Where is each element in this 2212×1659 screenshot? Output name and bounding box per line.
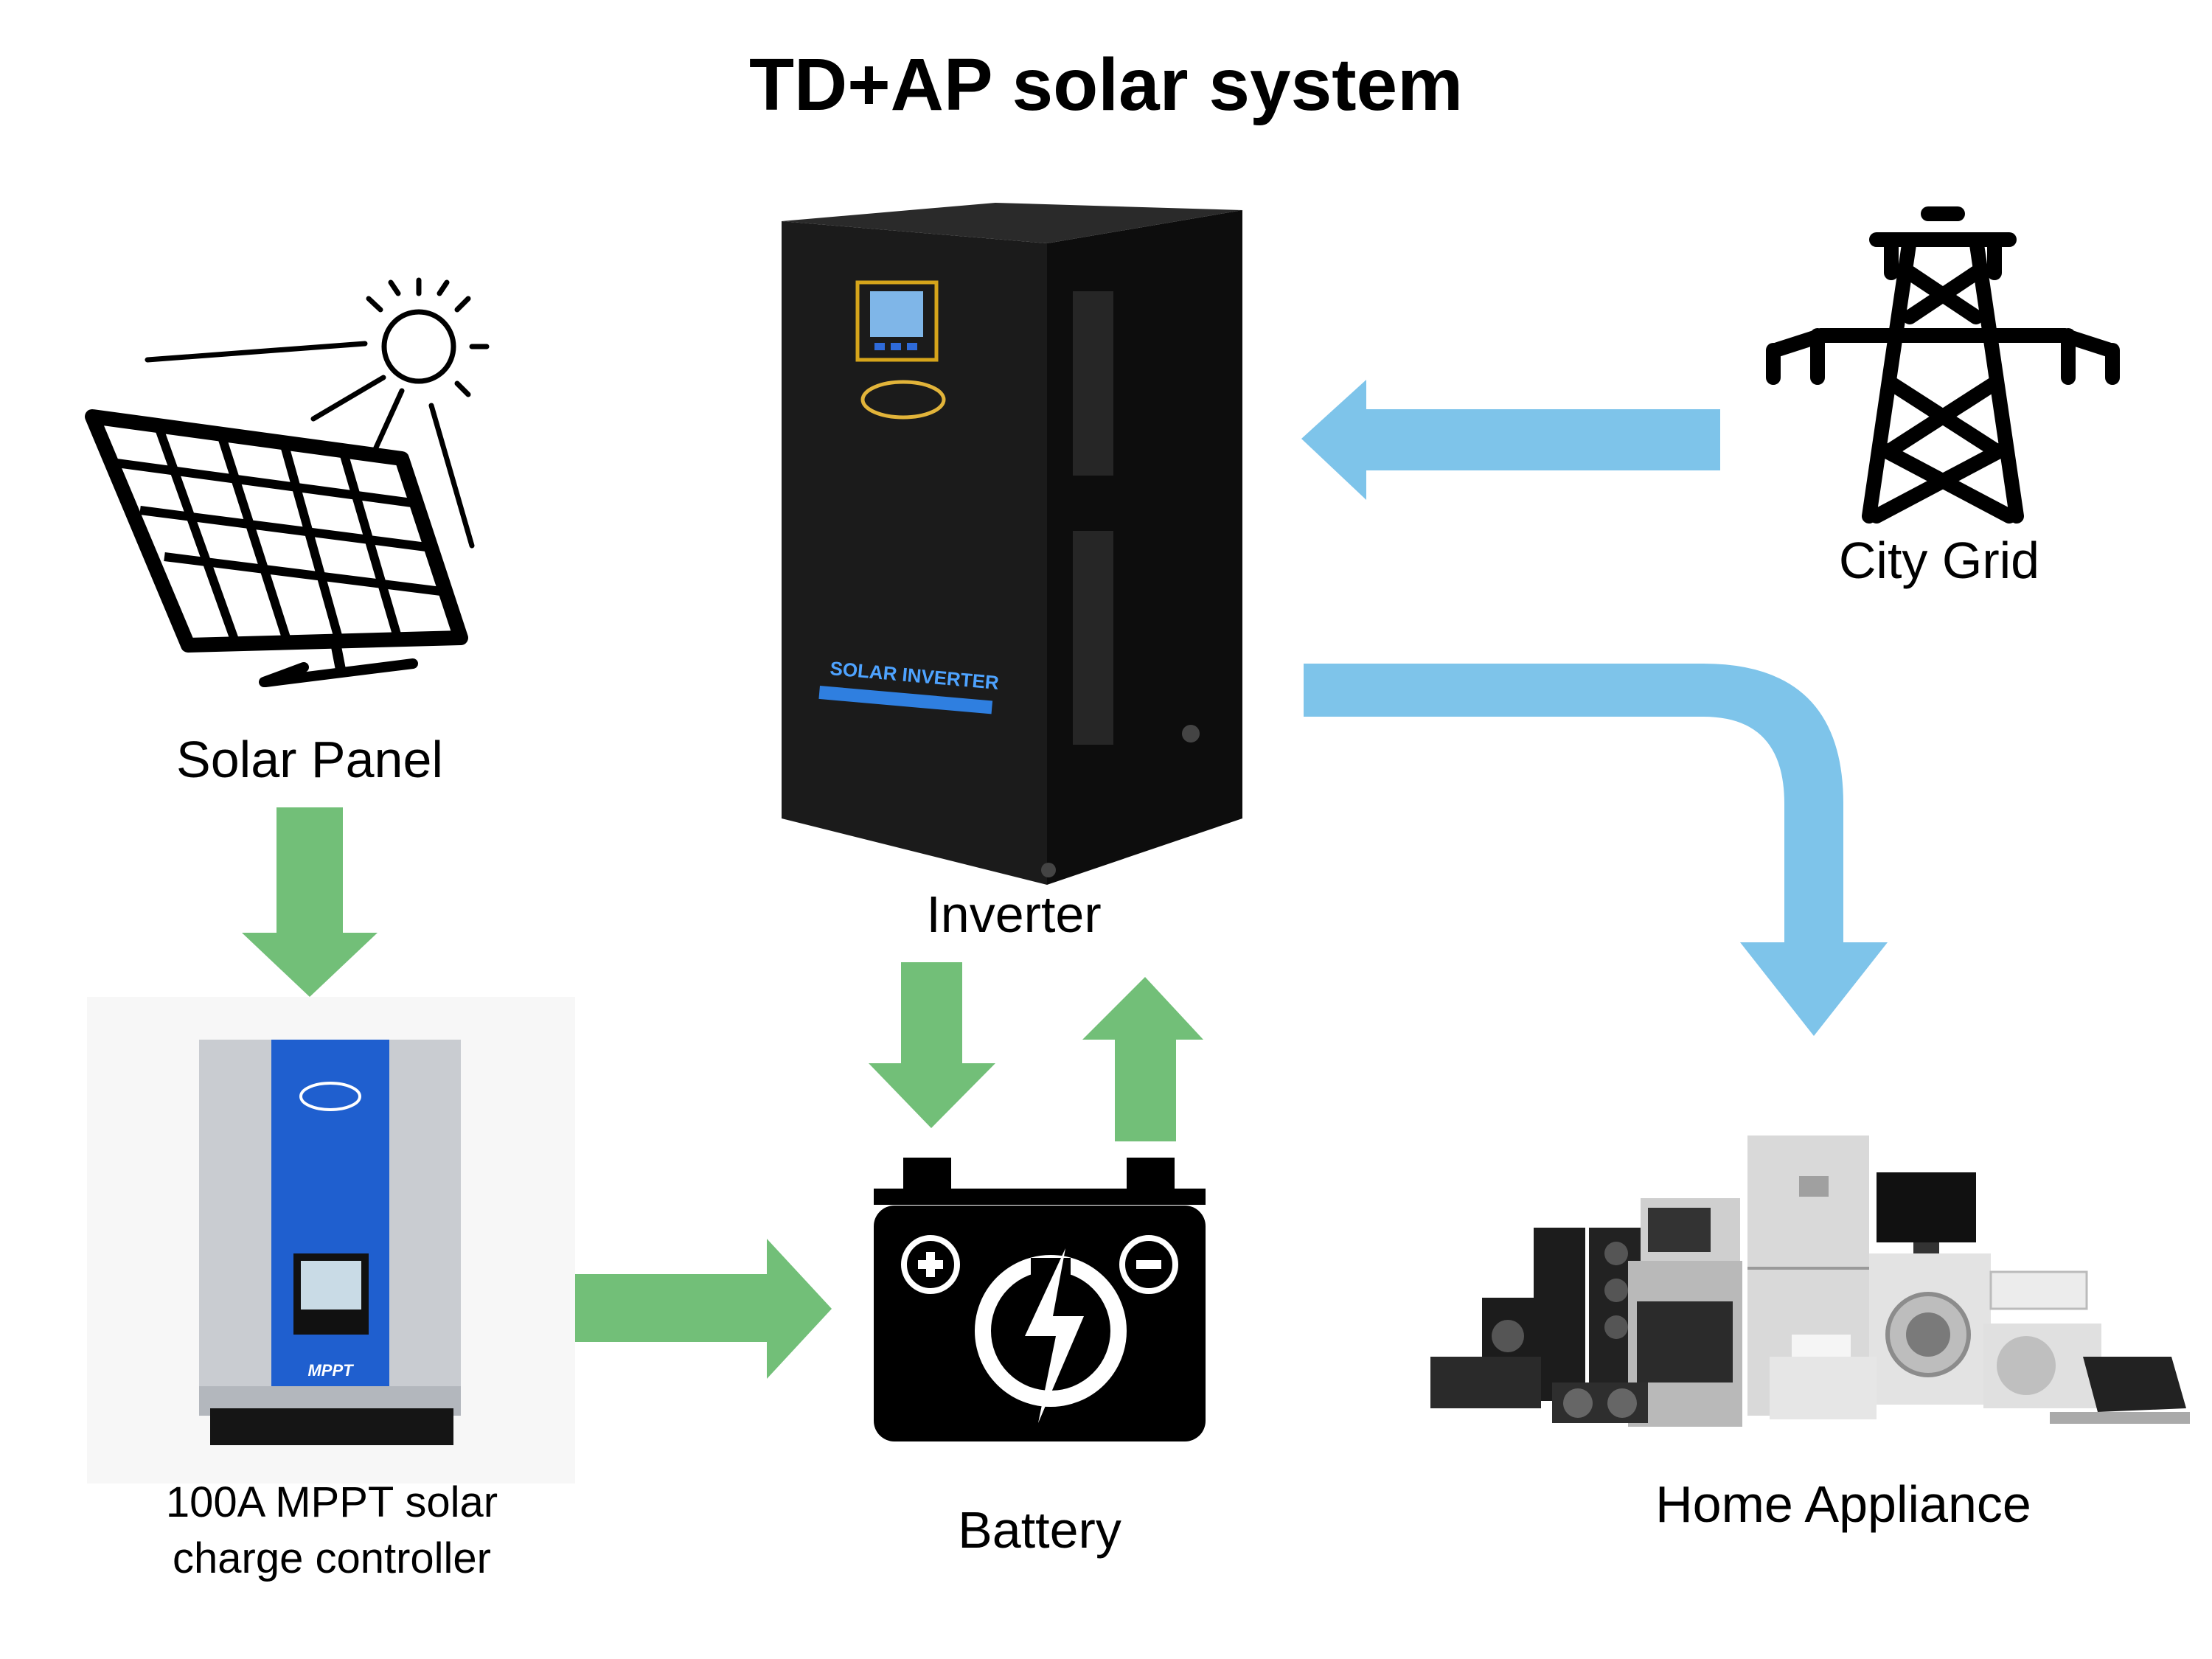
home-appliance-label: Home Appliance — [1655, 1475, 2031, 1533]
arrow-battery-to-inverter — [1082, 977, 1203, 1141]
sun-icon — [145, 277, 490, 549]
charge-controller-label-line1: 100A MPPT solar — [165, 1478, 498, 1526]
arrow-solar-to-controller — [242, 807, 378, 997]
minus-icon — [1119, 1235, 1178, 1294]
power-tower-icon — [1766, 206, 2120, 524]
arrow-controller-to-battery — [488, 1239, 832, 1379]
inverter-label: Inverter — [926, 886, 1102, 943]
plus-icon — [901, 1235, 960, 1294]
charge-controller-label: 100A MPPT solar charge controller — [111, 1475, 553, 1587]
arrows-blue — [1301, 380, 1888, 1036]
city-grid-label: City Grid — [1838, 532, 2040, 589]
charge-controller-icon: MPPT — [87, 997, 575, 1484]
battery-label: Battery — [958, 1501, 1121, 1559]
arrow-inverter-to-home — [1304, 664, 1888, 1036]
panel-stand — [259, 638, 418, 687]
lightning-icon — [1025, 1248, 1084, 1423]
battery-icon — [874, 1158, 1206, 1441]
solar-panel-icon — [85, 277, 490, 687]
solar-panel-label: Solar Panel — [176, 731, 443, 788]
charge-controller-label-line2: charge controller — [173, 1534, 491, 1582]
panel-grid — [85, 409, 468, 653]
home-appliances-icon — [1430, 1135, 2190, 1427]
arrow-grid-to-inverter — [1301, 380, 1720, 500]
inverter-cabinet-icon: SOLAR INVERTER — [782, 203, 1242, 885]
arrow-inverter-to-battery — [869, 962, 995, 1128]
controller-panel-text: MPPT — [307, 1361, 354, 1380]
arrows-green — [242, 807, 1203, 1379]
page-title: TD+AP solar system — [748, 44, 1464, 126]
